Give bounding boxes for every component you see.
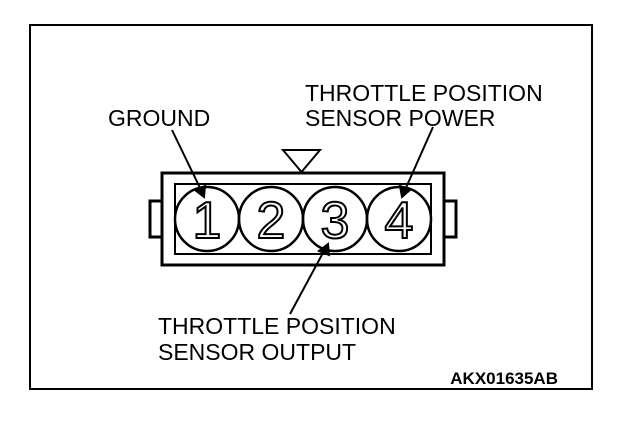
tps-output-label-line1: THROTTLE POSITION	[158, 313, 396, 339]
pin-2-number: 2	[257, 192, 286, 250]
ground-leader-line	[171, 129, 202, 191]
tps-power-label-line1: THROTTLE POSITION	[305, 80, 543, 106]
figure-frame	[29, 24, 593, 390]
pin-circles	[173, 185, 433, 253]
tps-power-leader-arrowhead	[398, 184, 412, 199]
connector-right-latch	[442, 199, 458, 239]
tps-power-leader-line	[404, 126, 434, 191]
polarity-triangle-marker	[280, 149, 323, 174]
pin-1-number: 1	[193, 192, 222, 250]
pin-4-circle	[365, 185, 433, 253]
ground-label: GROUND	[108, 105, 210, 131]
pin-4-number: 4	[385, 192, 414, 250]
tps-output-label-line2: SENSOR OUTPUT	[158, 339, 356, 365]
tps-output-leader-line	[289, 250, 325, 315]
connector-left-latch	[148, 199, 164, 239]
figure-code: AKX01635AB	[450, 369, 558, 388]
tps-output-leader-arrowhead	[317, 242, 331, 257]
tps-power-label-line2: SENSOR POWER	[305, 105, 495, 131]
ground-leader-arrowhead	[193, 184, 207, 199]
pin-3-number: 3	[321, 192, 350, 250]
